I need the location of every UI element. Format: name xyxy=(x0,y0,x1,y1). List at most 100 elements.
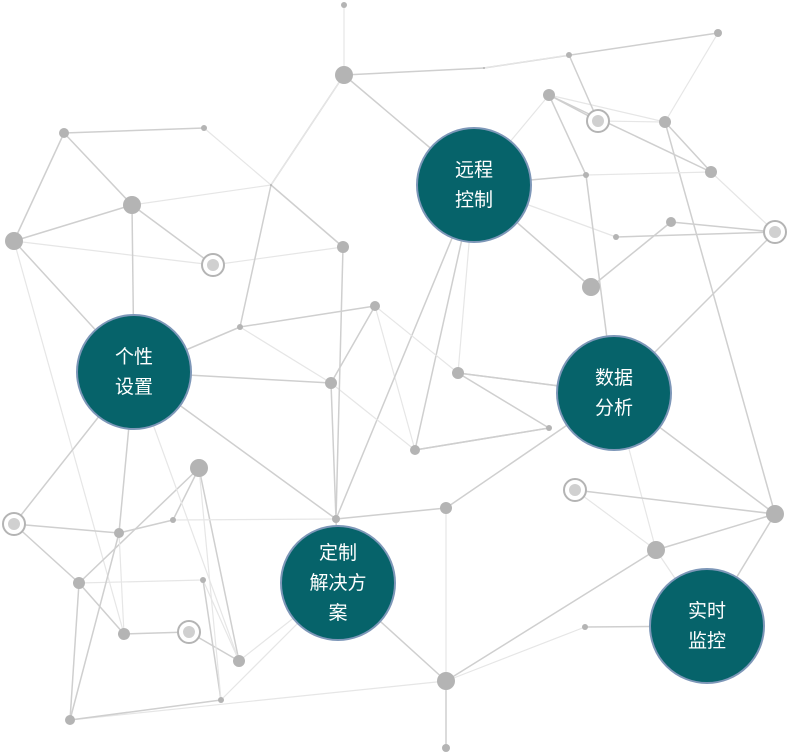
connection-line xyxy=(590,221,672,288)
connection-line xyxy=(78,467,200,584)
connection-line xyxy=(212,246,344,266)
connection-line xyxy=(655,513,776,551)
connection-line xyxy=(664,121,776,515)
network-node xyxy=(659,116,671,128)
connection-line xyxy=(63,127,205,134)
network-node xyxy=(613,234,619,240)
connection-line xyxy=(78,582,125,635)
connection-line xyxy=(198,467,222,701)
network-node xyxy=(65,715,75,725)
network-node xyxy=(337,241,349,253)
network-node xyxy=(410,445,420,455)
connection-line xyxy=(335,507,447,520)
network-node xyxy=(483,67,485,69)
connection-line xyxy=(483,54,570,69)
connection-line xyxy=(239,305,376,328)
hub-realtime-monitoring[interactable]: 实时监控 xyxy=(649,568,765,684)
connection-line xyxy=(548,94,666,123)
hub-label: 实时 xyxy=(687,600,726,622)
ring-node-core xyxy=(592,115,604,127)
network-node xyxy=(370,301,380,311)
network-node xyxy=(332,515,340,523)
network-node xyxy=(714,29,722,37)
ring-node-core xyxy=(183,626,195,638)
connection-line xyxy=(202,579,240,662)
network-node xyxy=(123,196,141,214)
connection-line xyxy=(414,427,550,451)
hub-label: 定制 xyxy=(318,542,357,564)
network-node xyxy=(546,425,552,431)
connection-line xyxy=(574,489,657,551)
connection-line xyxy=(69,532,120,721)
connection-line xyxy=(239,184,272,328)
hub-label: 个性 xyxy=(114,346,153,368)
hub-data-analysis[interactable]: 数据分析 xyxy=(556,335,672,451)
connection-line xyxy=(568,54,599,122)
hub-label: 案 xyxy=(328,602,348,624)
hub-label: 控制 xyxy=(454,189,493,211)
connection-line xyxy=(118,532,125,635)
network-node xyxy=(666,217,676,227)
network-node xyxy=(170,517,176,523)
connection-line xyxy=(548,94,587,176)
network-node xyxy=(218,697,224,703)
connection-line xyxy=(203,127,272,186)
connection-line xyxy=(78,579,204,584)
network-node xyxy=(583,172,589,178)
connection-line xyxy=(202,579,222,701)
connection-line xyxy=(198,467,240,662)
connection-line xyxy=(172,467,200,521)
network-node xyxy=(705,166,717,178)
connection-line xyxy=(574,489,776,515)
connection-line xyxy=(670,221,776,233)
network-node xyxy=(582,624,588,630)
network-node xyxy=(766,505,784,523)
connection-line xyxy=(615,231,776,238)
connection-line xyxy=(131,184,272,206)
connection-line xyxy=(664,32,719,123)
connection-line xyxy=(13,240,214,266)
network-node xyxy=(118,628,130,640)
connection-line xyxy=(330,382,337,520)
network-node xyxy=(335,66,353,84)
connection-line xyxy=(13,523,120,534)
hub-label: 分析 xyxy=(594,397,633,419)
network-node xyxy=(233,655,245,667)
connection-line xyxy=(548,94,712,173)
connection-line xyxy=(63,132,133,206)
network-node xyxy=(341,2,347,8)
connection-line xyxy=(13,204,133,242)
hub-custom-solution[interactable]: 定制解决方案 xyxy=(280,525,396,641)
connection-line xyxy=(13,132,65,242)
connection-line xyxy=(13,240,125,635)
connection-line xyxy=(330,305,376,384)
connection-line xyxy=(374,305,459,374)
connection-line xyxy=(335,246,344,520)
network-node xyxy=(582,278,600,296)
network-node xyxy=(566,52,572,58)
connection-line xyxy=(131,204,214,266)
network-node xyxy=(325,377,337,389)
connection-line xyxy=(585,171,712,176)
network-node xyxy=(73,577,85,589)
hub-label: 远程 xyxy=(454,159,493,181)
ring-node-core xyxy=(769,226,781,238)
network-node xyxy=(543,89,555,101)
connection-line xyxy=(343,67,485,76)
network-node xyxy=(190,459,208,477)
hub-remote-control[interactable]: 远程控制 xyxy=(416,127,532,243)
connection-line xyxy=(457,372,550,429)
network-node xyxy=(5,232,23,250)
network-node xyxy=(114,528,124,538)
network-node xyxy=(647,541,665,559)
hub-personal-settings[interactable]: 个性设置 xyxy=(76,314,192,430)
hub-label: 监控 xyxy=(687,630,726,652)
connection-line xyxy=(270,184,344,248)
network-node xyxy=(440,502,452,514)
connection-line xyxy=(330,382,416,451)
connection-line xyxy=(270,74,345,186)
connection-line xyxy=(664,121,712,173)
network-node xyxy=(437,672,455,690)
ring-node-core xyxy=(569,484,581,496)
connection-line xyxy=(69,582,80,721)
